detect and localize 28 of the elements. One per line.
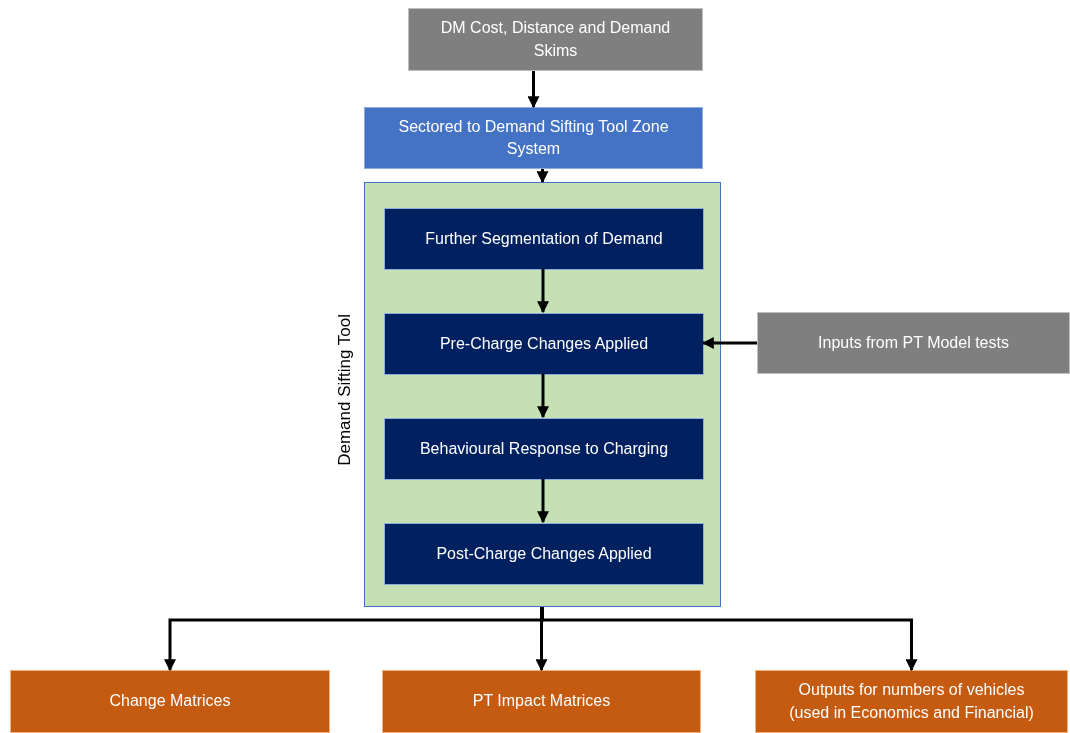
box-label: Outputs for numbers of vehicles (used in Economics and Financial) (788, 680, 1035, 723)
box-label: Sectored to Demand Sifting Tool Zone System (397, 116, 670, 159)
box-label: PT Impact Matrices (472, 691, 611, 712)
output-box (10, 670, 330, 733)
arrow (535, 607, 548, 672)
arrow (537, 269, 549, 314)
box-label: Post-Charge Changes Applied (436, 543, 652, 564)
input-box (408, 8, 703, 71)
process-box (384, 313, 704, 375)
arrow (537, 479, 549, 524)
process-box (384, 208, 704, 270)
group-heading: Demand Sifting Tool (334, 313, 356, 468)
output-box (755, 670, 1068, 733)
box-label: Pre-Charge Changes Applied (439, 333, 649, 354)
arrow (541, 607, 918, 672)
output-box (382, 670, 701, 733)
arrow (537, 374, 549, 419)
box-label: Behavioural Response to Charging (419, 438, 669, 459)
box-label: Further Segmentation of Demand (425, 228, 663, 249)
process-box (384, 418, 704, 480)
arrow (536, 169, 549, 184)
input-box (757, 312, 1070, 374)
box-label: Change Matrices (109, 691, 231, 712)
arrow (527, 71, 540, 109)
box-label: Inputs from PT Model tests (818, 332, 1009, 353)
process-box (364, 107, 703, 169)
process-box (384, 523, 704, 585)
box-label: DM Cost, Distance and Demand Skims (439, 18, 672, 61)
